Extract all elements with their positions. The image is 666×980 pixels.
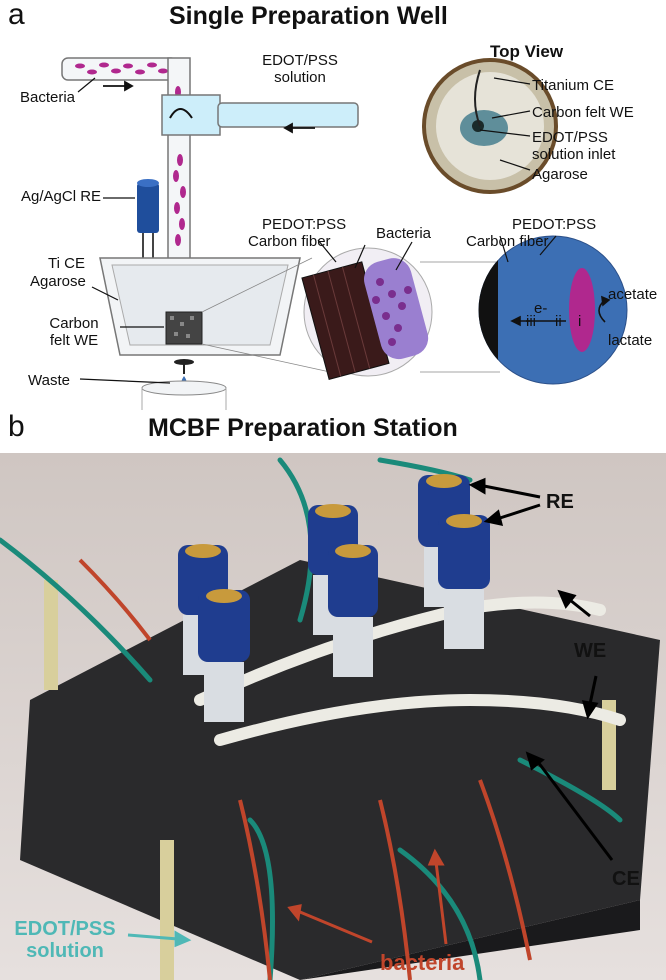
label-agarose: Agarose [30, 273, 86, 290]
top-view-label-edot: EDOT/PSS [532, 129, 608, 146]
re-electrode-body [137, 183, 159, 233]
panel-a-letter: a [8, 0, 25, 31]
label-ti-ce: Ti CE [48, 255, 85, 272]
label-bacteria: Bacteria [20, 89, 76, 106]
standoff-bolt [44, 580, 58, 690]
label-agcl-re: Ag/AgCl RE [21, 188, 102, 205]
label-waste: Waste [28, 372, 70, 389]
label-e-minus: e- [534, 300, 548, 317]
label-zoom-bacteria: Bacteria [376, 225, 432, 242]
label-acetate: acetate [608, 286, 658, 303]
panel-b-letter: b [8, 410, 25, 443]
label-step-iii: iii [526, 313, 536, 330]
label-we: WE [574, 640, 607, 662]
label-step-i: i [578, 313, 582, 330]
label-bacteria-photo: bacteria [380, 950, 465, 975]
panel-a-schematic [61, 57, 628, 410]
top-view-label-carbon-felt-we: Carbon felt WE [532, 104, 634, 121]
label-step-ii: ii [555, 313, 562, 330]
label-ce: CE [612, 868, 640, 890]
bacterium-cell [569, 268, 595, 352]
label-lactate: lactate [608, 332, 653, 349]
top-view-label-titanium-ce: Titanium CE [532, 77, 614, 94]
label-zoom-pedot: PEDOT:PSS [262, 216, 347, 233]
label-circle-pedot: PEDOT:PSS [512, 216, 597, 233]
top-view-title: Top View [490, 42, 564, 61]
panel-a-title: Single Preparation Well [169, 2, 448, 30]
label-re: RE [546, 491, 574, 513]
re-electrode-group [178, 474, 490, 722]
label-circle-carbon-fiber: Carbon fiber [466, 233, 549, 250]
top-view-label-solution-inlet: solution inlet [532, 146, 616, 163]
label-zoom-carbon-fiber: Carbon fiber [248, 233, 331, 250]
black-platform [20, 560, 660, 980]
standoff-bolt [160, 840, 174, 980]
top-view-label-agarose: Agarose [532, 166, 588, 183]
panel-b-title: MCBF Preparation Station [148, 414, 458, 442]
